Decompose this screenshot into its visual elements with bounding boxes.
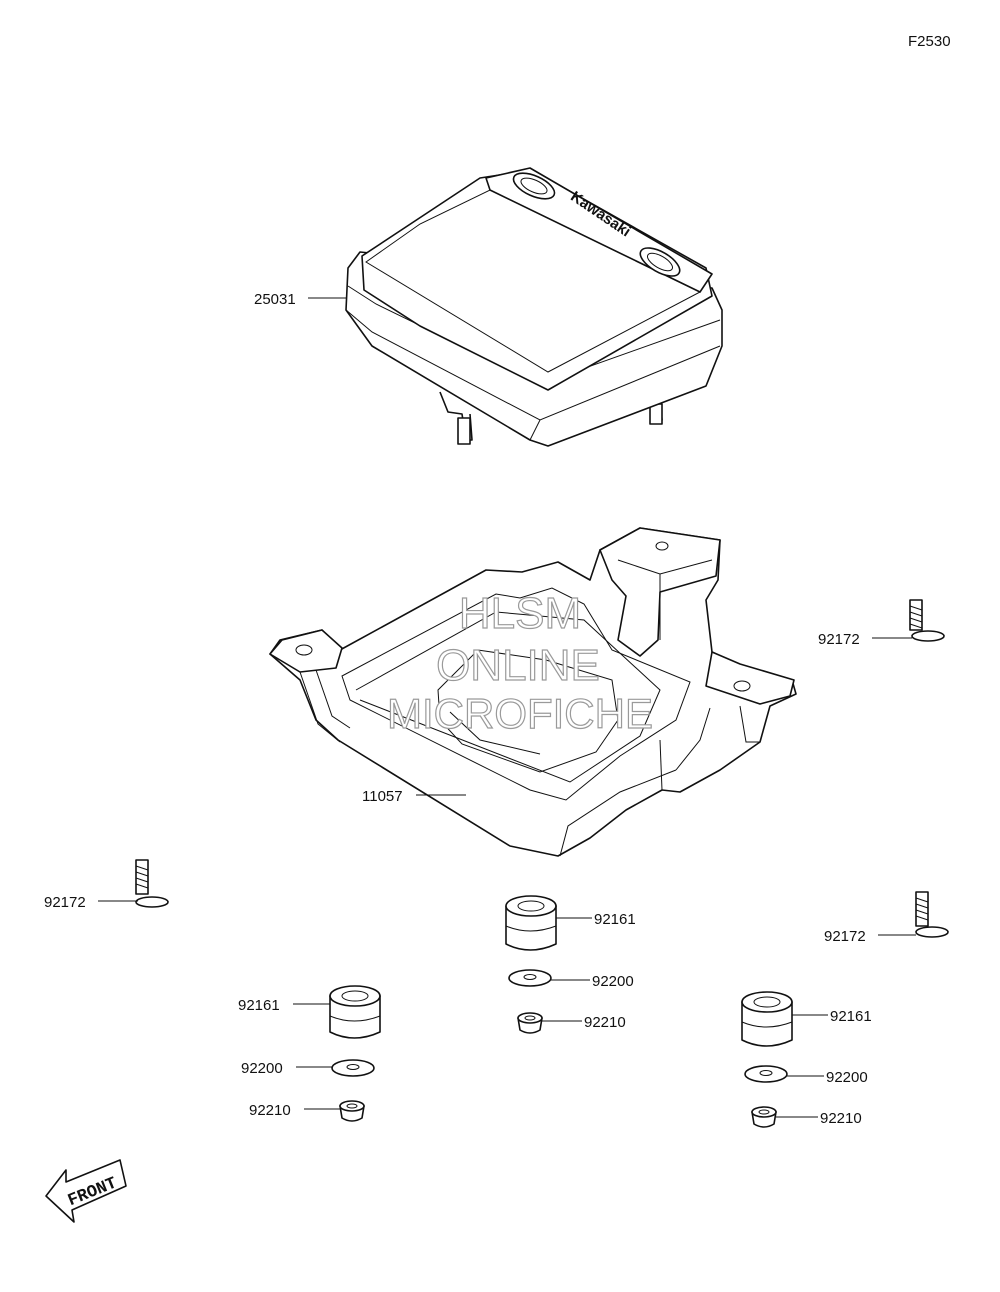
part-washer-92200-left[interactable] [331,1059,375,1077]
watermark: HLSM ONLINE MICROFICHE [386,588,653,737]
label-92200-right: 92200 [826,1069,868,1086]
watermark-line-3: MICROFICHE [387,690,653,737]
label-92210-right: 92210 [820,1110,862,1127]
label-92161-right: 92161 [830,1008,872,1025]
part-nut-92210-center[interactable] [517,1012,543,1034]
watermark-line-2: ONLINE [436,641,600,690]
part-nut-92210-right[interactable] [751,1106,777,1128]
leader-lines [98,297,916,1118]
label-11057: 11057 [362,788,403,805]
label-92172-right-upper: 92172 [818,631,860,648]
label-92172-left: 92172 [44,894,86,911]
label-92161-left: 92161 [238,997,280,1014]
part-nut-92210-left[interactable] [339,1100,365,1122]
part-damper-92161-left[interactable] [329,985,381,1039]
part-bolt-92172-left[interactable] [135,859,169,908]
part-bracket-11057[interactable] [269,527,797,857]
watermark-line-1: HLSM [459,589,581,638]
part-cover-25031[interactable] [345,167,723,447]
label-92200-left: 92200 [241,1060,283,1077]
label-92161-center: 92161 [594,911,636,928]
part-damper-92161-right[interactable] [741,991,793,1047]
figure-code: F2530 [908,33,951,50]
label-92200-center: 92200 [592,973,634,990]
label-92210-left: 92210 [249,1102,291,1119]
label-92172-right-lower: 92172 [824,928,866,945]
label-92210-center: 92210 [584,1014,626,1031]
label-25031: 25031 [254,291,296,308]
part-washer-92200-center[interactable] [508,969,552,987]
part-bolt-92172-right-upper[interactable] [909,599,945,642]
part-washer-92200-right[interactable] [744,1065,788,1083]
part-damper-92161-center[interactable] [505,895,557,951]
front-arrow-icon: FRONT [45,1159,127,1223]
part-bolt-92172-right-lower[interactable] [915,891,949,938]
